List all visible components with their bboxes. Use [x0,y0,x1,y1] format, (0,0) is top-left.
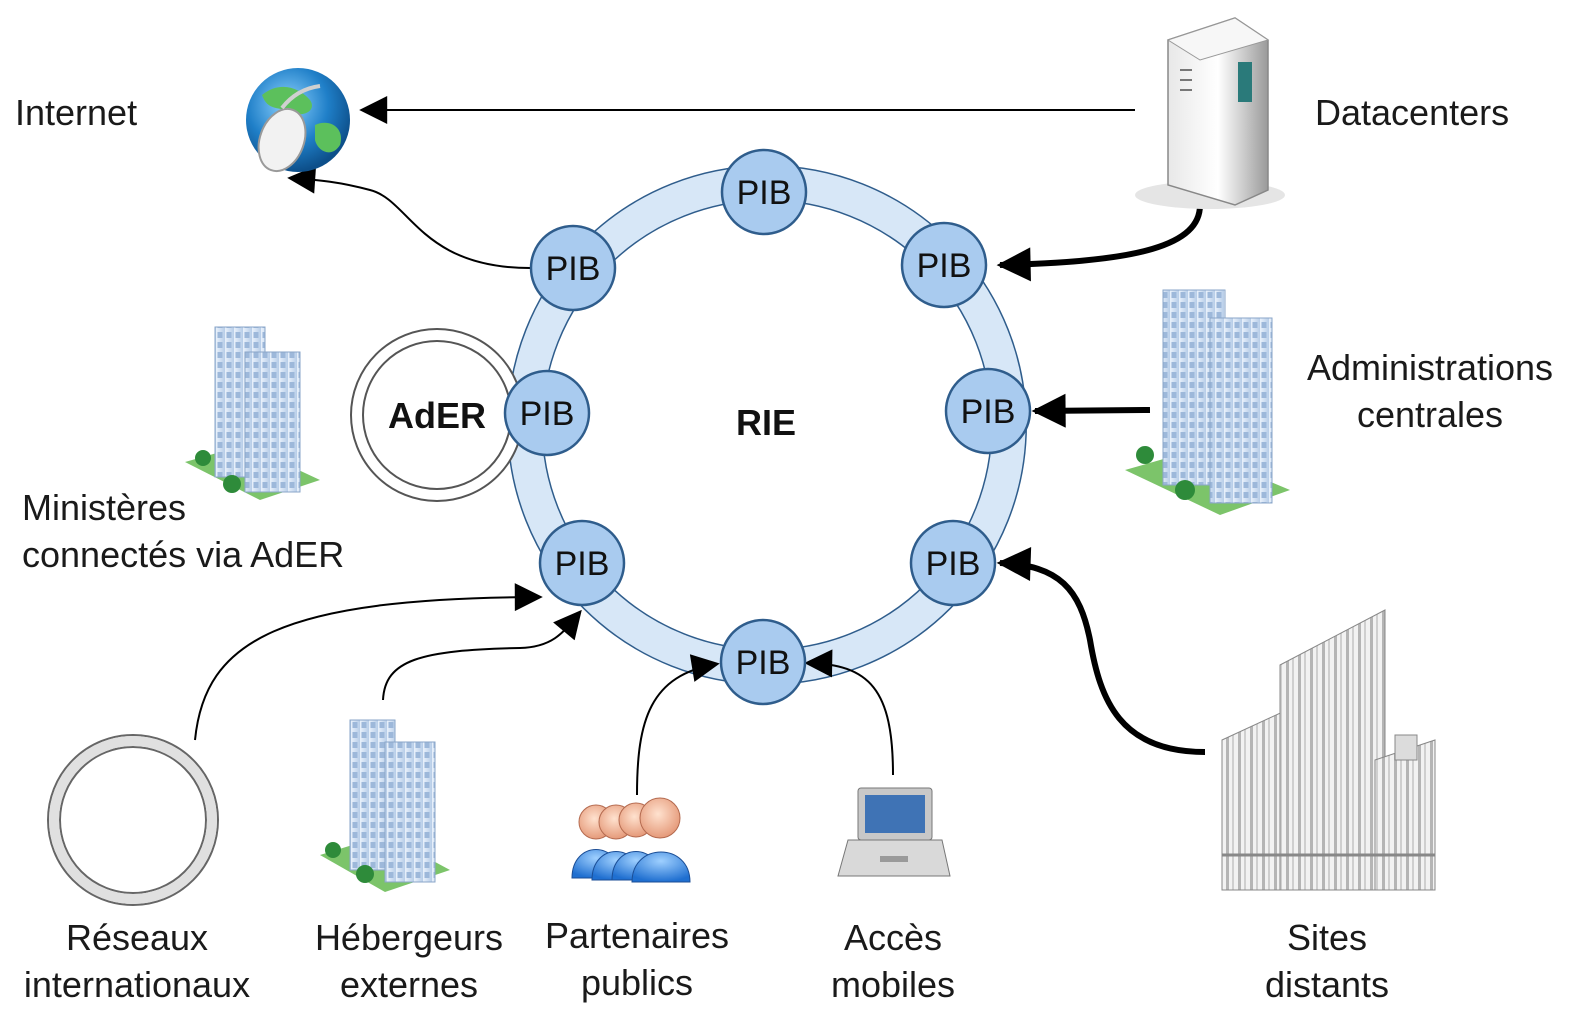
label-partenaires-1: Partenaires [545,915,729,956]
arrow-reseaux-pib [194,583,543,741]
pib-node-top-right[interactable]: PIB [900,221,988,309]
reseaux-ring-icon [47,734,219,906]
rie-label: RIE [736,402,796,443]
arrow-hebergeurs-pib [382,609,582,701]
arrow-pib-internet [287,165,531,269]
label-ministeres-2: connectés via AdER [22,534,344,575]
arrow-partenaires-pib [636,654,720,796]
building-icon-administrations [1125,289,1290,515]
pib-node-left[interactable]: PIB [503,369,591,457]
svg-text:PIB: PIB [917,247,972,285]
label-acces-2: mobiles [831,964,955,1005]
label-ministeres-1: Ministères [22,487,186,528]
ader-ring [350,328,524,502]
label-datacenters: Datacenters [1315,92,1509,133]
label-sites-1: Sites [1287,917,1367,958]
building-icon-hebergeurs [320,719,450,892]
label-administrations-2: centrales [1357,394,1503,435]
arrow-sites-pib [996,547,1206,755]
people-icon [571,797,691,883]
arrow-acces-pib [804,649,894,776]
svg-text:PIB: PIB [555,545,610,583]
svg-text:PIB: PIB [520,395,575,433]
svg-text:PIB: PIB [737,174,792,212]
label-administrations-1: Administrations [1307,347,1553,388]
label-internet: Internet [15,92,137,133]
office-tower-icon [1221,609,1436,891]
label-acces-1: Accès [844,917,942,958]
svg-text:PIB: PIB [961,393,1016,431]
label-hebergeurs-1: Hébergeurs [315,917,503,958]
pib-node-right[interactable]: PIB [944,367,1032,455]
label-sites-2: distants [1265,964,1389,1005]
laptop-icon [837,787,951,877]
label-reseaux-1: Réseaux [66,917,208,958]
building-icon-ministeres [185,326,320,500]
pib-nodes: PIB PIB PIB PIB PIB PIB PIB PIB [503,148,1032,706]
ader-label: AdER [388,395,486,436]
arrow-admin-pib [1031,393,1151,428]
svg-text:PIB: PIB [736,644,791,682]
pib-node-top-left[interactable]: PIB [529,224,617,312]
pib-node-bottom-right[interactable]: PIB [909,519,997,607]
svg-text:PIB: PIB [546,250,601,288]
svg-text:PIB: PIB [926,545,981,583]
pib-node-top[interactable]: PIB [720,148,808,236]
pib-node-bottom[interactable]: PIB [719,618,807,706]
server-icon [1135,17,1285,209]
arrow-datacenters-pib [996,204,1203,282]
label-reseaux-2: internationaux [24,964,250,1005]
pib-node-bottom-left[interactable]: PIB [538,519,626,607]
globe-icon [246,68,350,172]
label-hebergeurs-2: externes [340,964,478,1005]
connection-arrows [194,96,1206,796]
label-partenaires-2: publics [581,962,693,1003]
